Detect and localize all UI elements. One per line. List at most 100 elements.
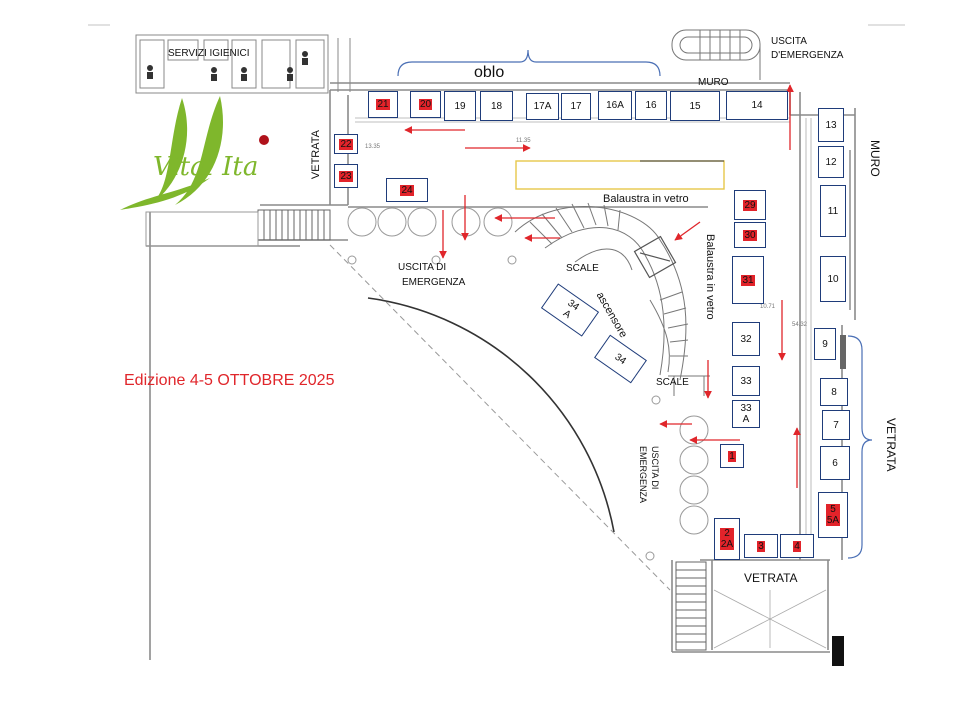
booth-13: 13 <box>818 108 844 142</box>
booth-20: 20 <box>410 91 441 118</box>
booth-number: 16 <box>645 100 657 111</box>
muro-right-label: MURO <box>868 140 882 177</box>
booth-21: 21 <box>368 91 398 118</box>
booth-18: 18 <box>480 91 513 121</box>
booth-number: 19 <box>454 100 466 112</box>
emergency-exit-vertical-label: USCITA DI EMERGENZA <box>638 446 660 504</box>
booth-9: 9 <box>814 328 836 360</box>
svg-text:13.35: 13.35 <box>365 144 381 150</box>
muro-top-label: MURO <box>698 77 729 88</box>
glass-balustrade-label-1: Balaustra in vetro <box>603 193 689 205</box>
booth-number: 32 <box>740 333 752 345</box>
stairs-label-2: SCALE <box>656 377 689 388</box>
logo-dot <box>259 135 269 145</box>
booth-11: 11 <box>820 185 846 237</box>
booth-7: 7 <box>822 410 850 440</box>
booth-24: 24 <box>386 178 428 202</box>
central-staircase <box>514 202 710 396</box>
booth-4: 4 <box>780 534 814 558</box>
oblo-bracket <box>397 49 661 77</box>
booth-number: 24 <box>400 184 414 196</box>
atrium-arc <box>367 297 615 533</box>
vetrata-right-label: VETRATA <box>884 418 898 472</box>
exit-arrows <box>404 84 801 488</box>
booth-number: 21 <box>376 99 390 110</box>
booth-number: 12 <box>825 156 837 168</box>
booth-6: 6 <box>820 446 850 480</box>
booth-number: 5A <box>825 515 841 526</box>
booth-number: A <box>742 414 750 425</box>
booth-30: 30 <box>734 222 766 248</box>
oblo-label: oblo <box>474 64 505 81</box>
booth-number: 13 <box>825 119 837 131</box>
glass-doors-right <box>645 395 709 561</box>
booth-number: 6 <box>832 457 838 469</box>
booth-number: 31 <box>741 274 755 286</box>
booth-16a: 16A <box>598 91 632 120</box>
bottom-stair <box>675 561 707 651</box>
booth-17a: 17A <box>526 93 559 120</box>
outer-walls <box>146 82 856 660</box>
svg-text:11.35: 11.35 <box>516 138 531 144</box>
glass-balustrade-label-2: Balaustra in vetro <box>704 234 716 320</box>
booth-number: 29 <box>743 199 757 211</box>
booth-number: 33 <box>740 403 752 414</box>
booth-number: 16A <box>606 100 624 111</box>
booth-19: 19 <box>444 91 476 121</box>
svg-text:54.32: 54.32 <box>792 322 808 328</box>
svg-text:10.71: 10.71 <box>760 304 776 310</box>
booth-14: 14 <box>726 91 788 120</box>
booth-number: 5 <box>825 504 841 515</box>
booth-number: 9 <box>822 338 828 350</box>
booth-3: 3 <box>744 534 778 558</box>
booth-22: 22 <box>334 134 358 154</box>
logo-text: Vital Ita <box>153 152 259 182</box>
booth-23: 23 <box>334 164 358 188</box>
restroom-icons <box>147 51 308 81</box>
emergency-exit-mid-label-2: EMERGENZA <box>402 277 466 288</box>
booth-number: 18 <box>490 100 503 112</box>
booth-number: 1 <box>728 450 736 462</box>
booth-number: 4 <box>793 540 801 552</box>
emergency-stair-top <box>671 29 761 80</box>
glass-doors-left <box>347 207 517 265</box>
booth-number: 20 <box>418 99 433 110</box>
booth-29: 29 <box>734 190 766 220</box>
stairs-label-1: SCALE <box>566 263 599 274</box>
glass-balustrade-box <box>515 160 725 190</box>
booth-number: 33 <box>740 375 752 387</box>
emergency-exit-top-label-1: USCITA <box>771 36 807 47</box>
left-stair <box>257 209 331 241</box>
edition-title: Edizione 4-5 OTTOBRE 2025 <box>124 372 335 389</box>
booth-number: 2 <box>719 528 735 539</box>
vetrata-bracket <box>847 335 873 559</box>
booth-8: 8 <box>820 378 848 406</box>
booth-number: 14 <box>751 100 763 111</box>
booth-number: 17A <box>533 101 552 112</box>
booth-31: 31 <box>732 256 764 304</box>
vetrata-left-label: VETRATA <box>310 130 322 180</box>
booth-16: 16 <box>635 91 667 120</box>
booth-number: 15 <box>689 100 701 112</box>
vetrata-bottom-label: VETRATA <box>744 571 798 585</box>
booth-number: 17 <box>570 101 582 112</box>
booth-33: 33 <box>732 366 760 396</box>
elevator <box>633 235 677 279</box>
booth-10: 10 <box>820 256 846 302</box>
booth-number: 8 <box>831 386 837 398</box>
booth-number: 23 <box>339 170 353 182</box>
booth-number: 22 <box>339 138 353 150</box>
booth-1: 1 <box>720 444 744 468</box>
booth-15: 15 <box>670 91 720 121</box>
booth-12: 12 <box>818 146 844 178</box>
booth-32: 32 <box>732 322 760 356</box>
booth-number: 10 <box>827 273 839 285</box>
booth-number: 3 <box>757 540 765 552</box>
booth-17: 17 <box>561 93 591 120</box>
restroom-label: SERVIZI IGIENICI <box>168 48 250 59</box>
booth-number: 30 <box>743 229 757 241</box>
